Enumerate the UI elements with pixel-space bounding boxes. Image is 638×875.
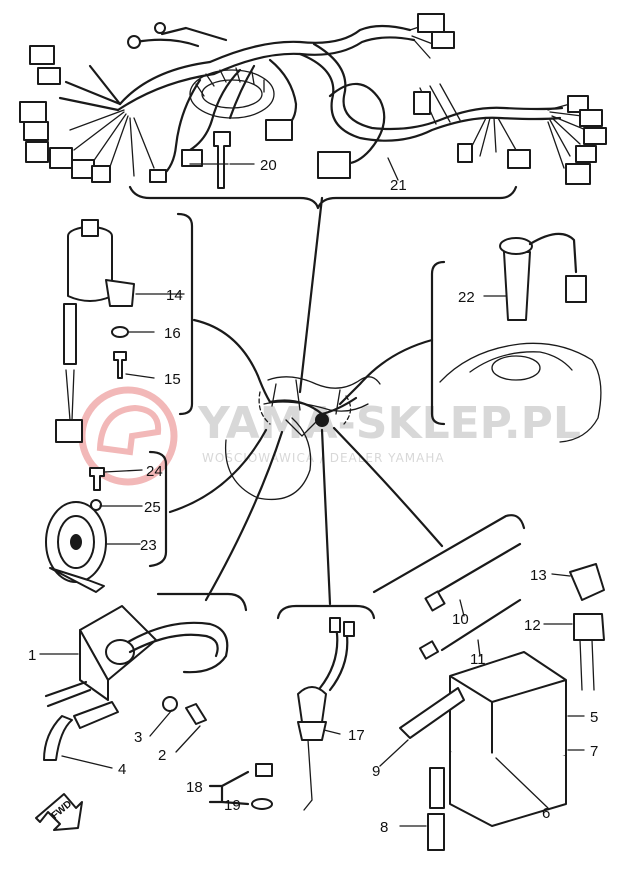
- washer: [111, 326, 129, 338]
- connector: [507, 149, 531, 169]
- connector: [579, 109, 603, 127]
- group-brackets: [128, 185, 526, 620]
- connector: [417, 13, 445, 33]
- callout-8: 8: [380, 819, 388, 836]
- connector: [49, 147, 73, 169]
- connector: [457, 143, 473, 163]
- callout-21: 21: [390, 177, 407, 194]
- battery: [399, 542, 605, 851]
- callout-6: 6: [542, 805, 550, 822]
- connector: [25, 141, 49, 163]
- washer: [162, 696, 178, 712]
- callout-10: 10: [452, 611, 469, 628]
- callout-3: 3: [134, 729, 142, 746]
- watermark-brand: YAMA-SKLEP.PL: [197, 398, 581, 449]
- callout-2: 2: [158, 747, 166, 764]
- connector: [37, 67, 61, 85]
- connector: [29, 45, 55, 65]
- washer: [90, 499, 102, 511]
- fuel-tank-sender: [439, 232, 602, 443]
- callout-13: 13: [530, 567, 547, 584]
- ignition-coil: [43, 605, 229, 761]
- callout-9: 9: [372, 763, 380, 780]
- callout-numbers: 1 2 3 4 5 6 7 8 9 10 11 12 13 14 15 16 1…: [28, 157, 598, 836]
- fwd-arrow: FWD: [35, 793, 83, 831]
- callout-1: 1: [28, 647, 36, 664]
- callout-5: 5: [590, 709, 598, 726]
- callout-14: 14: [166, 287, 183, 304]
- connector: [19, 101, 47, 123]
- connector: [575, 145, 597, 163]
- callout-20: 20: [260, 157, 277, 174]
- connector: [567, 95, 589, 113]
- connector: [265, 119, 293, 141]
- callout-17: 17: [348, 727, 365, 744]
- connector: [565, 163, 591, 185]
- bolt: [89, 467, 105, 491]
- cable-tie: [213, 131, 231, 189]
- connector: [71, 159, 95, 179]
- callout-25: 25: [144, 499, 161, 516]
- callout-22: 22: [458, 289, 475, 306]
- callout-12: 12: [524, 617, 541, 634]
- connector: [91, 165, 111, 183]
- callout-18: 18: [186, 779, 203, 796]
- connector: [149, 169, 167, 183]
- bolt: [113, 351, 127, 379]
- callout-11: 11: [470, 651, 486, 668]
- spark-plug-cap: [208, 617, 355, 811]
- callout-leaders: [39, 157, 585, 827]
- connector: [583, 127, 607, 145]
- connector: [181, 149, 203, 167]
- wire-harness: [19, 13, 607, 189]
- frame-sketch: [224, 376, 381, 501]
- callout-4: 4: [118, 761, 126, 778]
- screw: [185, 703, 207, 725]
- callout-16: 16: [164, 325, 181, 342]
- leader-lines: [168, 196, 444, 606]
- main-switch: [55, 219, 135, 443]
- connector: [317, 151, 351, 179]
- callout-19: 19: [224, 797, 241, 814]
- harness-junction-dot: [315, 413, 329, 427]
- connector: [23, 121, 49, 141]
- callout-15: 15: [164, 371, 181, 388]
- connector: [413, 91, 431, 115]
- callout-23: 23: [140, 537, 157, 554]
- horn: [45, 467, 107, 593]
- callout-24: 24: [146, 463, 163, 480]
- connector: [431, 31, 455, 49]
- callout-7: 7: [590, 743, 598, 760]
